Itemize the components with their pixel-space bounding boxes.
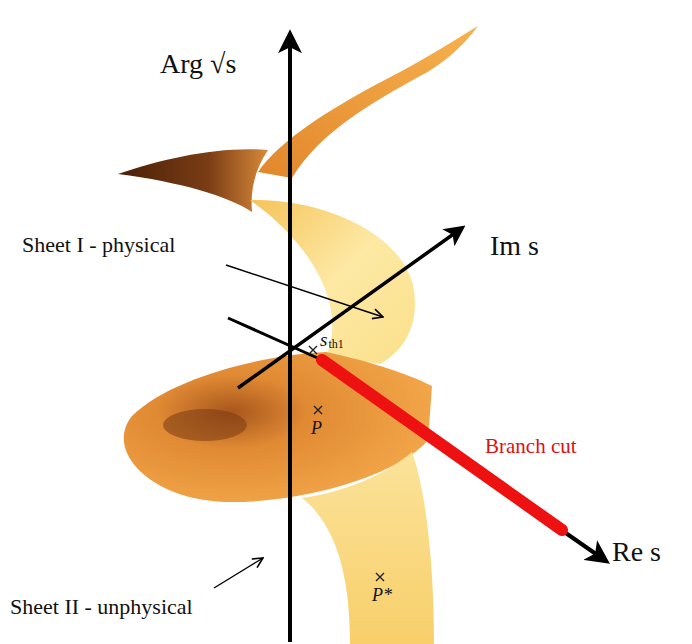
pole-label: P xyxy=(311,418,322,439)
threshold-subscript: th1 xyxy=(328,338,343,352)
threshold-symbol: s xyxy=(320,329,327,351)
pole-label: P* xyxy=(372,585,392,606)
axis-label: Arg √s xyxy=(160,48,236,80)
axis-label: Re s xyxy=(612,536,661,568)
axis-label: Im s xyxy=(490,230,539,262)
sheet-label: Sheet I - physical xyxy=(22,232,175,257)
sheet-label: Sheet II - unphysical xyxy=(10,594,193,619)
branch-cut-label: Branch cut xyxy=(485,434,577,458)
